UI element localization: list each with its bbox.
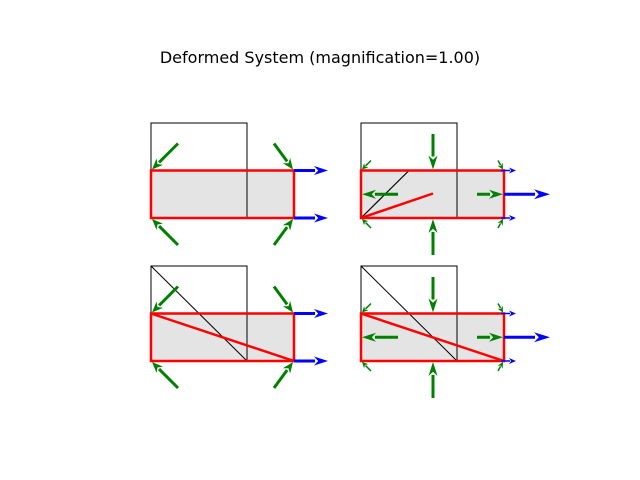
panel-top-right-reaction-arrow-small-bl-shaft	[365, 222, 372, 229]
panel-top-left-deformed-fill	[151, 170, 294, 218]
figure-title: Deformed System (magnification=1.00)	[159, 48, 481, 67]
panel-top-left-reaction-arrow-bl-head	[152, 219, 163, 230]
panel-top-right-reaction-arrow-small-tr-head	[497, 162, 503, 170]
panel-top-left-reaction-arrow-br-head	[282, 219, 293, 231]
panel-top-right-reaction-arrow-small-tr-shaft	[497, 160, 502, 166]
panel-top-right-reaction-arrow-small-br-head	[497, 219, 503, 226]
panel-top-right-reaction-arrow-small-bl-head	[362, 219, 369, 226]
panel-bottom-right-reaction-arrow-small-bl-shaft	[365, 365, 372, 372]
panel-top-left-reaction-arrow-tl-head	[152, 158, 163, 170]
panel-top-right-reaction-arrow-small-tl-head	[362, 163, 369, 170]
panel-top-left-reaction-arrow-bl-shaft	[158, 225, 180, 247]
panel-top-right-applied-load-small-top-head	[509, 167, 516, 174]
panel-top-left-applied-load-bottom-head	[314, 213, 328, 223]
panel-top-left-reaction-arrow-br-shaft	[272, 226, 289, 246]
panel-bottom-right-applied-load-mid-head	[534, 332, 550, 343]
panel-bottom-left-reaction-arrow-tl-shaft	[158, 285, 180, 307]
panel-bottom-left-reaction-arrow-tl-head	[152, 301, 163, 313]
panel-top-left-reaction-arrow-tr-shaft	[272, 142, 289, 163]
panel-bottom-right-reaction-arrow-small-br-shaft	[497, 366, 502, 372]
panel-bottom-left-reaction-arrow-br-head	[282, 362, 293, 374]
panel-bottom-right-reaction-arrow-bottom-head	[428, 362, 438, 376]
panel-top-right-reaction-arrow-small-tl-shaft	[365, 159, 372, 167]
panel-bottom-right-reaction-arrow-small-br-head	[497, 362, 503, 369]
panel-top-right-reaction-arrow-left-head	[362, 189, 376, 199]
panel-bottom-left-reaction-arrow-tr-head	[282, 300, 293, 313]
panel-bottom-left-applied-load-top-head	[314, 309, 328, 318]
panel-bottom-right-reaction-arrow-small-bl-head	[362, 362, 369, 369]
panel-bottom-right-reaction-arrow-small-tr-head	[497, 305, 503, 313]
panel-bottom-left-reaction-arrow-tr-shaft	[272, 285, 289, 306]
panel-bottom-left-reaction-arrow-bl-shaft	[158, 368, 180, 390]
panel-top-left-reaction-arrow-tl-shaft	[158, 142, 180, 164]
panel-bottom-left-reaction-arrow-br-shaft	[272, 369, 289, 389]
panel-top-right-reaction-arrow-small-br-shaft	[497, 223, 502, 229]
panel-bottom-left-deformed-outline	[149, 312, 296, 363]
panel-bottom-right-reaction-arrow-left-head	[362, 332, 376, 342]
panel-top-left-applied-load-top-head	[314, 166, 328, 175]
panel-bottom-right-applied-load-small-bottom-head	[509, 358, 516, 364]
panel-bottom-left-reaction-arrow-bl-head	[152, 362, 163, 373]
panel-bottom-left-deformed-diagonal	[150, 312, 295, 363]
panel-top-left-reaction-arrow-tr-head	[282, 157, 293, 170]
panel-bottom-right-reaction-arrow-small-tr-shaft	[497, 303, 502, 309]
panel-top-left-deformed-outline	[149, 169, 296, 220]
panel-bottom-right-reaction-arrow-small-tl-head	[362, 306, 369, 313]
panel-bottom-right-reaction-arrow-top-head	[428, 298, 438, 313]
panel-top-right-applied-load-small-bottom-head	[509, 215, 516, 221]
panel-bottom-right-applied-load-small-top-head	[509, 310, 516, 317]
panel-top-right-reaction-arrow-top-head	[428, 155, 438, 170]
panel-top-right-reaction-arrow-bottom-head	[428, 219, 438, 233]
panel-top-right-reaction-arrow-right-head	[489, 189, 503, 199]
panel-bottom-right-deformed-diagonal	[360, 312, 505, 363]
panel-top-right-applied-load-mid-head	[534, 189, 550, 200]
panel-top-right-deformed-diagonal	[360, 192, 434, 220]
panel-bottom-right-reaction-arrow-right-head	[489, 332, 503, 342]
panel-bottom-left-applied-load-bottom-head	[314, 356, 328, 366]
panel-bottom-right-reaction-arrow-small-tl-shaft	[365, 302, 372, 310]
